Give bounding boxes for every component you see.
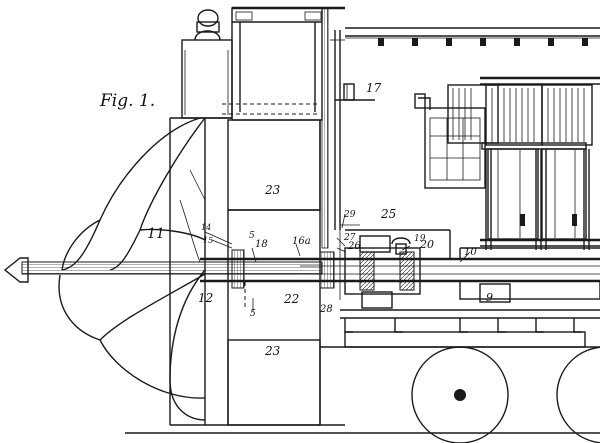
engine-cylinders [447,76,600,250]
label-23-top: 23 [264,183,281,197]
wheels [411,346,600,443]
lower-structure [320,280,600,348]
window-compartment [414,93,486,189]
part-17-valve [335,83,375,101]
label-26: 26 [347,241,361,252]
label-5b: 5 [250,309,256,319]
label-9: 9 [486,291,493,304]
leader-lines [204,213,471,312]
deck-housing [339,224,600,300]
label-19: 19 [414,234,426,244]
label-28: 28 [319,304,333,315]
screw-propeller [58,117,206,421]
main-shaft [3,257,600,283]
figure-label: Fig. 1. [99,91,155,111]
label-22: 22 [283,292,299,306]
tower [222,6,345,426]
label-10: 10 [464,247,477,258]
label-17: 17 [366,81,382,95]
shaft-bearings [231,235,421,309]
label-27: 27 [343,233,356,243]
label-23-bottom: 23 [264,344,281,358]
column-rods [485,149,590,250]
label-12: 12 [198,291,213,305]
beam-brackets [378,38,588,46]
reference-labels: Fig. 1. 11 12 14 15 5 18 16a 5 22 23 23 … [99,81,493,358]
label-5a: 5 [249,231,255,241]
label-25: 25 [380,207,396,221]
support-posts [344,318,582,333]
vertical-rods [321,7,345,249]
label-15: 15 [203,236,213,245]
label-14: 14 [201,223,211,232]
dome-cap [181,9,233,119]
cylinder-fins [491,88,585,142]
label-29: 29 [343,210,356,220]
label-18: 18 [255,239,268,250]
ceiling-beam [345,27,600,46]
label-20: 20 [419,238,434,251]
label-16a: 16a [292,236,311,247]
label-11: 11 [147,226,165,242]
